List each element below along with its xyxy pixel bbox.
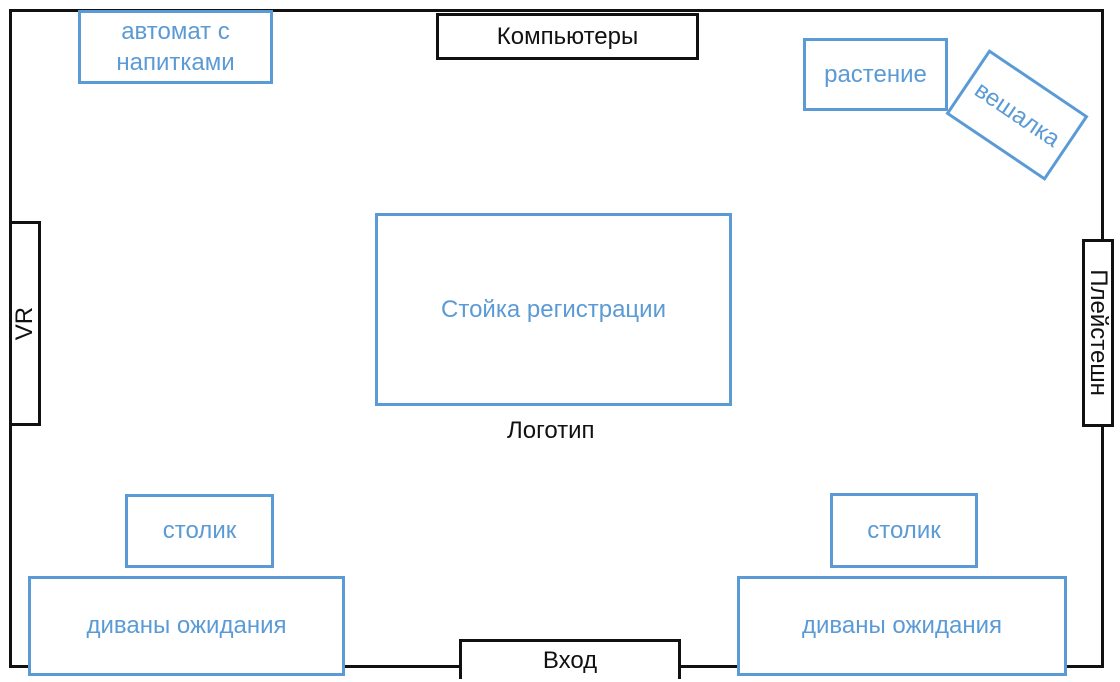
playstation-label: Плейстешн: [1084, 269, 1112, 397]
plant-label: растение: [824, 60, 927, 88]
reception-desk-box: Стойка регистрации: [375, 213, 732, 406]
vending-machine-box: автомат с напитками: [78, 10, 273, 84]
computers-label: Компьютеры: [496, 22, 639, 50]
playstation-box: Плейстешн: [1082, 239, 1114, 427]
plant-box: растение: [803, 38, 948, 111]
computers-box: Компьютеры: [436, 13, 699, 60]
vr-label: VR: [11, 306, 39, 341]
entrance-label: Вход: [542, 646, 598, 674]
sofas-right-label: диваны ожидания: [802, 612, 1002, 640]
logo-label: Логотип: [507, 417, 595, 444]
sofas-left-label: диваны ожидания: [86, 612, 287, 640]
sofas-left-box: диваны ожидания: [28, 576, 345, 676]
table-right-box: столик: [830, 493, 978, 568]
table-left-box: столик: [125, 494, 274, 568]
table-left-label: столик: [162, 517, 237, 545]
vending-machine-label: автомат с напитками: [116, 17, 235, 76]
vr-box: VR: [9, 221, 41, 426]
sofas-right-box: диваны ожидания: [737, 576, 1067, 676]
table-right-label: столик: [867, 516, 941, 544]
reception-desk-label: Стойка регистрации: [441, 295, 666, 323]
entrance-box: Вход: [459, 639, 681, 679]
